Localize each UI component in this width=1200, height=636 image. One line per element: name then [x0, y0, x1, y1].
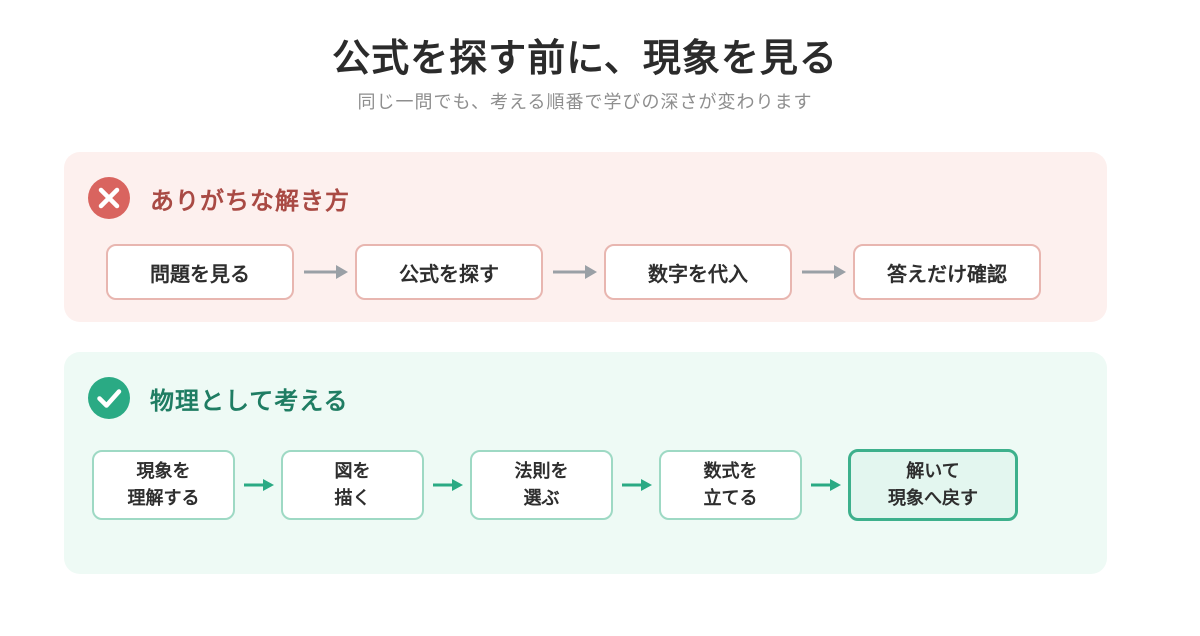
good-step-5: 解いて現象へ戻す: [848, 449, 1018, 521]
check-circle-icon: [88, 377, 130, 419]
good-step-3-line1: 法則を: [514, 461, 569, 482]
bad-step-1: 問題を見る: [106, 244, 294, 300]
arrow-right-icon: [244, 479, 274, 491]
arrow-right-icon: [811, 479, 841, 491]
bad-step-2: 公式を探す: [355, 244, 543, 300]
bad-approach-panel: ありがちな解き方 問題を見る 公式を探す 数字を代入 答えだけ確認: [64, 152, 1107, 322]
good-step-3: 法則を選ぶ: [470, 450, 613, 520]
good-step-4-line1: 数式を: [703, 461, 758, 482]
good-step-3-line2: 選ぶ: [523, 488, 560, 509]
arrow-right-icon: [433, 479, 463, 491]
page-title: 公式を探す前に、現象を見る: [332, 36, 838, 80]
arrow-right-icon: [304, 265, 348, 279]
bad-step-3: 数字を代入: [604, 244, 792, 300]
good-step-4: 数式を立てる: [659, 450, 802, 520]
bad-approach-header: ありがちな解き方: [88, 176, 350, 220]
arrow-right-icon: [802, 265, 846, 279]
bad-approach-heading: ありがちな解き方: [150, 186, 350, 215]
arrow-right-icon: [553, 265, 597, 279]
bad-step-4: 答えだけ確認: [853, 244, 1041, 300]
good-approach-panel: 物理として考える 現象を理解する 図を描く 法則を選ぶ 数式を立てる 解いて現象…: [64, 352, 1107, 574]
good-approach-header: 物理として考える: [88, 376, 349, 420]
arrow-right-icon: [622, 479, 652, 491]
good-step-1-line2: 理解する: [127, 488, 200, 509]
good-step-2-line1: 図を: [334, 461, 371, 482]
good-step-2: 図を描く: [281, 450, 424, 520]
good-step-1-line1: 現象を: [136, 461, 191, 482]
page-subtitle: 同じ一問でも、考える順番で学びの深さが変わります: [357, 92, 813, 113]
good-step-5-line2: 現象へ戻す: [888, 488, 978, 509]
good-step-1: 現象を理解する: [92, 450, 235, 520]
good-approach-heading: 物理として考える: [150, 386, 349, 415]
good-step-5-line1: 解いて: [906, 461, 960, 482]
cross-circle-icon: [88, 177, 130, 219]
good-step-2-line2: 描く: [334, 488, 371, 509]
good-step-4-line2: 立てる: [703, 488, 758, 509]
